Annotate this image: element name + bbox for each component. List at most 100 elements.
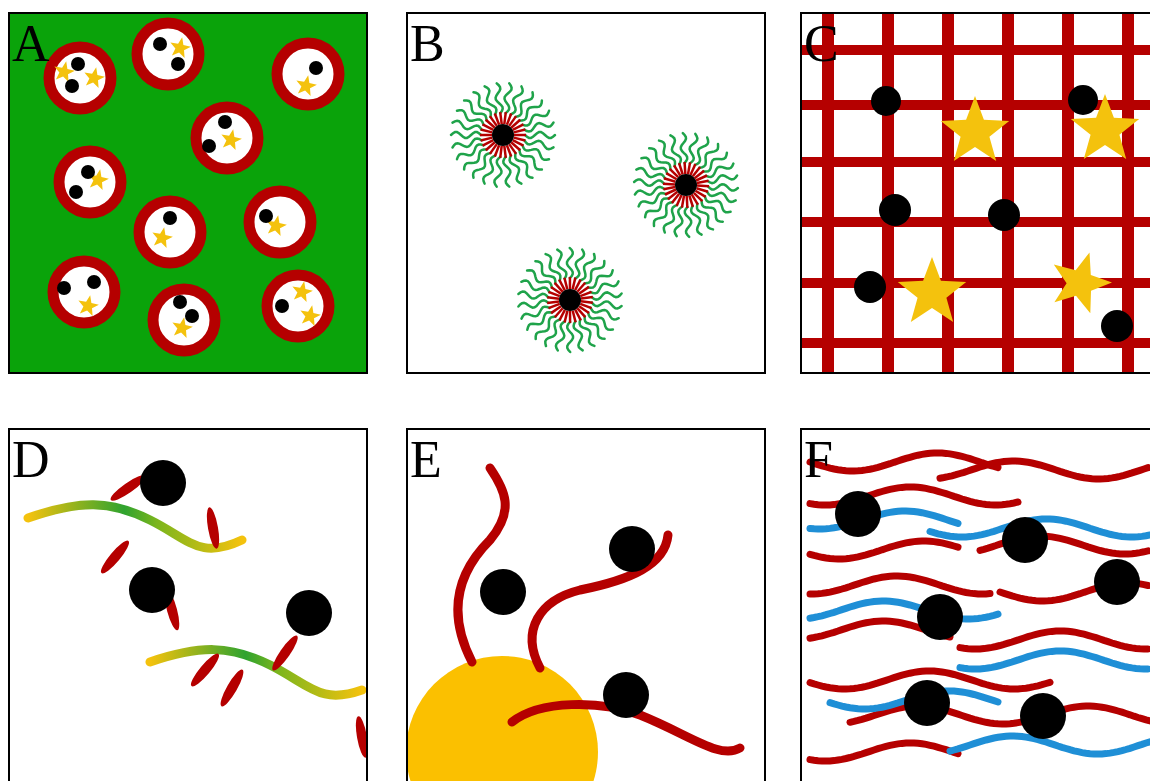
vesicle xyxy=(153,289,215,351)
panel-box: B xyxy=(406,12,766,374)
drug-star xyxy=(84,67,105,88)
vesicle xyxy=(267,275,329,337)
drug-dot xyxy=(275,299,289,313)
drug-dot xyxy=(309,61,323,75)
hydrophilic-tail xyxy=(535,261,555,283)
nanoparticle-group xyxy=(406,468,740,781)
drug-star xyxy=(941,96,1009,161)
conjugate-group xyxy=(28,460,368,759)
hydrophobic-tail xyxy=(663,187,675,189)
hydrophilic-tail xyxy=(675,207,683,237)
hydrophobic-tail xyxy=(697,181,709,183)
hydrophobic-tail xyxy=(495,114,499,125)
hydrophilic-tail xyxy=(690,134,698,164)
drug-dot xyxy=(153,37,167,51)
drug-dot xyxy=(1101,310,1133,342)
polymer-chain xyxy=(940,461,1148,479)
side-chain xyxy=(204,506,221,549)
hydrophilic-tail xyxy=(457,145,484,160)
vesicle xyxy=(277,43,339,105)
hydrophobic-tail xyxy=(500,112,502,124)
hydrophobic-tail xyxy=(569,277,572,289)
drug-dot xyxy=(218,115,232,129)
hydrophilic-tail xyxy=(536,317,556,340)
drug-star xyxy=(300,305,321,326)
hydrophobic-tail xyxy=(688,162,690,174)
hydrophilic-tail xyxy=(707,192,736,202)
hydrophilic-tail xyxy=(580,319,595,346)
hydrophobic-tail xyxy=(565,311,568,323)
hydrophobic-tail xyxy=(500,146,502,158)
drug-dot xyxy=(854,271,886,303)
side-chain xyxy=(269,633,301,673)
hydrophilic-tail xyxy=(706,164,733,177)
hydrophobic-tail xyxy=(481,138,493,141)
hydrophobic-tail xyxy=(483,140,494,146)
hydrophilic-tail xyxy=(702,201,723,222)
drug-dot xyxy=(559,289,581,311)
vesicle xyxy=(59,151,121,213)
hydrophobic-tail xyxy=(549,304,560,308)
hydrophilic-tail xyxy=(591,308,619,320)
panel-letter: B xyxy=(410,18,445,70)
hydrophilic-tail xyxy=(705,196,731,212)
panel-box: C xyxy=(800,12,1150,374)
hydrophilic-tail xyxy=(494,157,501,187)
drug-dot xyxy=(1094,559,1140,605)
drug-dot xyxy=(871,86,901,116)
drug-dot xyxy=(57,281,71,295)
vesicle xyxy=(49,47,111,109)
drug-dot xyxy=(904,680,950,726)
vesicle xyxy=(53,261,115,323)
side-chain xyxy=(217,667,247,708)
hydrophobic-tail xyxy=(682,196,684,208)
polymer-chain xyxy=(950,736,1150,754)
hydrophobic-tail xyxy=(679,163,683,174)
hydrophilic-tail xyxy=(641,158,667,174)
hydrophilic-tail xyxy=(557,250,566,279)
hydrophilic-tail xyxy=(567,248,573,278)
drug-dot xyxy=(603,672,649,718)
hydrophilic-tail xyxy=(505,83,512,113)
hydrophilic-tail xyxy=(691,206,702,235)
hydrophilic-tail xyxy=(591,281,619,293)
vesicle-group xyxy=(49,23,339,351)
drug-dot xyxy=(173,295,187,309)
drug-dot xyxy=(1020,693,1066,739)
drug-dot xyxy=(202,139,216,153)
drug-dot xyxy=(480,569,526,615)
hydrophilic-tail xyxy=(575,250,584,279)
hydrophilic-tail xyxy=(451,132,481,138)
side-chain xyxy=(353,715,368,758)
hydrophobic-tail xyxy=(514,138,526,141)
panel-letter: A xyxy=(12,18,50,70)
side-chain xyxy=(98,538,133,577)
hydrophilic-tail xyxy=(708,184,738,190)
nanoparticle-core xyxy=(406,656,598,781)
drug-dot xyxy=(163,211,177,225)
hydrophilic-tail xyxy=(634,179,664,185)
hydrophilic-tail xyxy=(574,321,583,350)
hydrophobic-tail xyxy=(513,124,524,130)
hydrophilic-tail xyxy=(635,187,665,195)
drug-dot xyxy=(71,57,85,71)
panel-letter: E xyxy=(410,434,442,486)
hydrophilic-tail xyxy=(592,292,622,299)
panel-box: D xyxy=(8,428,368,781)
hydrophilic-tail xyxy=(685,207,691,237)
hydrophobic-tail xyxy=(481,130,493,133)
hydrophilic-tail xyxy=(518,292,548,299)
hydrophobic-tail xyxy=(559,280,565,291)
polymer-chain xyxy=(810,601,998,619)
drug-dot xyxy=(879,194,911,226)
hydrophobic-tail xyxy=(507,145,511,156)
vesicle xyxy=(139,201,201,263)
hydrophilic-tail xyxy=(516,92,533,117)
hydrophobic-tail xyxy=(547,301,559,303)
panel-letter: C xyxy=(804,18,839,70)
drug-dot xyxy=(69,185,83,199)
polymer-chain xyxy=(960,651,1148,669)
hydrophobic-tail xyxy=(580,304,591,308)
hydrophilic-tail xyxy=(527,270,552,287)
hydrophilic-tail xyxy=(503,157,510,187)
